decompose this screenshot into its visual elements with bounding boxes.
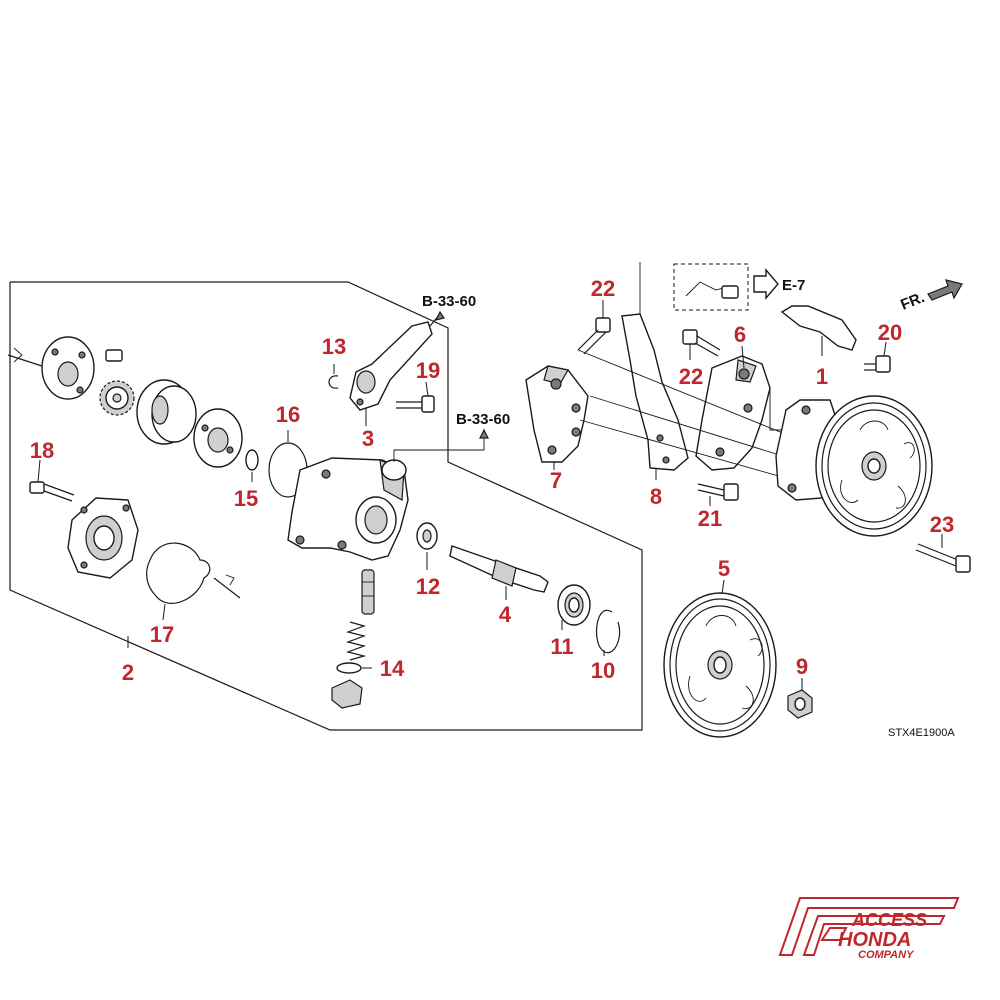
pump-cam-ring bbox=[136, 379, 197, 445]
bearing-11-shape bbox=[557, 584, 591, 630]
callout-11: 11 bbox=[550, 634, 573, 659]
flow-valve bbox=[361, 569, 375, 615]
reference-box-e7 bbox=[673, 263, 779, 311]
callout-17: 17 bbox=[150, 622, 174, 647]
ref-e-7: E-7 bbox=[782, 277, 805, 294]
stay-8 bbox=[621, 313, 689, 480]
callout-5: 5 bbox=[718, 556, 730, 581]
pump-side-plate bbox=[193, 408, 243, 468]
cover-gasket-17 bbox=[146, 542, 241, 621]
pump-shaft bbox=[449, 545, 549, 600]
pump-cover bbox=[67, 497, 139, 579]
callout-2: 2 bbox=[122, 660, 134, 685]
bolt-23-shape bbox=[915, 534, 971, 573]
callout-1: 1 bbox=[816, 364, 828, 389]
ref-b-33-60-mid: B-33-60 bbox=[456, 411, 510, 428]
outlet-joint bbox=[349, 310, 445, 426]
ref-b-33-60-top: B-33-60 bbox=[422, 293, 476, 310]
callout-8: 8 bbox=[650, 484, 662, 509]
reference-labels: B-33-60 B-33-60 E-7 FR. STX4E1900A bbox=[422, 277, 955, 739]
pump-rotor-gear bbox=[99, 380, 135, 416]
bracket-7 bbox=[525, 365, 589, 470]
callout-20: 20 bbox=[878, 320, 902, 345]
clip-13-shape bbox=[328, 364, 339, 389]
bracket-6 bbox=[695, 345, 771, 471]
callout-4: 4 bbox=[499, 602, 512, 627]
logo-line-honda: HONDA bbox=[838, 929, 911, 951]
callout-12: 12 bbox=[416, 574, 440, 599]
pipe-reference-lines bbox=[393, 428, 489, 462]
callout-9: 9 bbox=[796, 654, 808, 679]
assembled-pump bbox=[775, 395, 933, 537]
access-honda-logo: ACCESS HONDA COMPANY bbox=[778, 897, 960, 961]
valve-plug bbox=[331, 679, 363, 709]
callouts: 1 2 3 4 5 6 7 8 9 10 11 12 13 14 15 16 1… bbox=[30, 276, 954, 685]
logo-line-company: COMPANY bbox=[858, 949, 915, 961]
valve-spring bbox=[345, 621, 367, 661]
snap-ring-10-shape bbox=[595, 609, 621, 656]
pump-housing bbox=[287, 457, 409, 561]
assembly-boundary bbox=[9, 281, 643, 731]
seal-14-shape bbox=[336, 662, 372, 674]
bolt-20-shape bbox=[864, 341, 891, 373]
bolt-21-shape bbox=[697, 483, 739, 506]
bolt-22-left-shape bbox=[577, 300, 611, 355]
drawing-code: STX4E1900A bbox=[888, 727, 955, 739]
bolt-22-right-shape bbox=[682, 329, 721, 360]
stay-1 bbox=[780, 305, 857, 356]
logo-line-access: ACCESS bbox=[851, 910, 927, 930]
callout-22-left: 22 bbox=[591, 276, 615, 301]
callout-19: 19 bbox=[416, 358, 440, 383]
bolt-18-shape bbox=[29, 459, 75, 502]
callout-14: 14 bbox=[380, 656, 405, 681]
callout-13: 13 bbox=[322, 334, 346, 359]
pump-end-plate bbox=[7, 336, 95, 400]
callout-18: 18 bbox=[30, 438, 54, 463]
callout-3: 3 bbox=[362, 426, 374, 451]
oil-seal-12-shape bbox=[416, 522, 438, 570]
assembly-lines bbox=[577, 262, 803, 483]
front-arrow-icon bbox=[927, 279, 963, 301]
pump-key bbox=[105, 349, 123, 362]
callout-21: 21 bbox=[698, 506, 722, 531]
callout-7: 7 bbox=[550, 468, 562, 493]
callout-22-right: 22 bbox=[679, 364, 703, 389]
callout-16: 16 bbox=[276, 402, 300, 427]
callout-23: 23 bbox=[930, 512, 954, 537]
o-ring-15-shape bbox=[245, 449, 259, 482]
callout-10: 10 bbox=[591, 658, 615, 683]
nut-9-shape bbox=[787, 678, 813, 719]
callout-15: 15 bbox=[234, 486, 258, 511]
pulley-5 bbox=[663, 579, 777, 738]
callout-6: 6 bbox=[734, 322, 746, 347]
bolt-19-shape bbox=[396, 381, 435, 413]
front-label: FR. bbox=[898, 289, 927, 314]
